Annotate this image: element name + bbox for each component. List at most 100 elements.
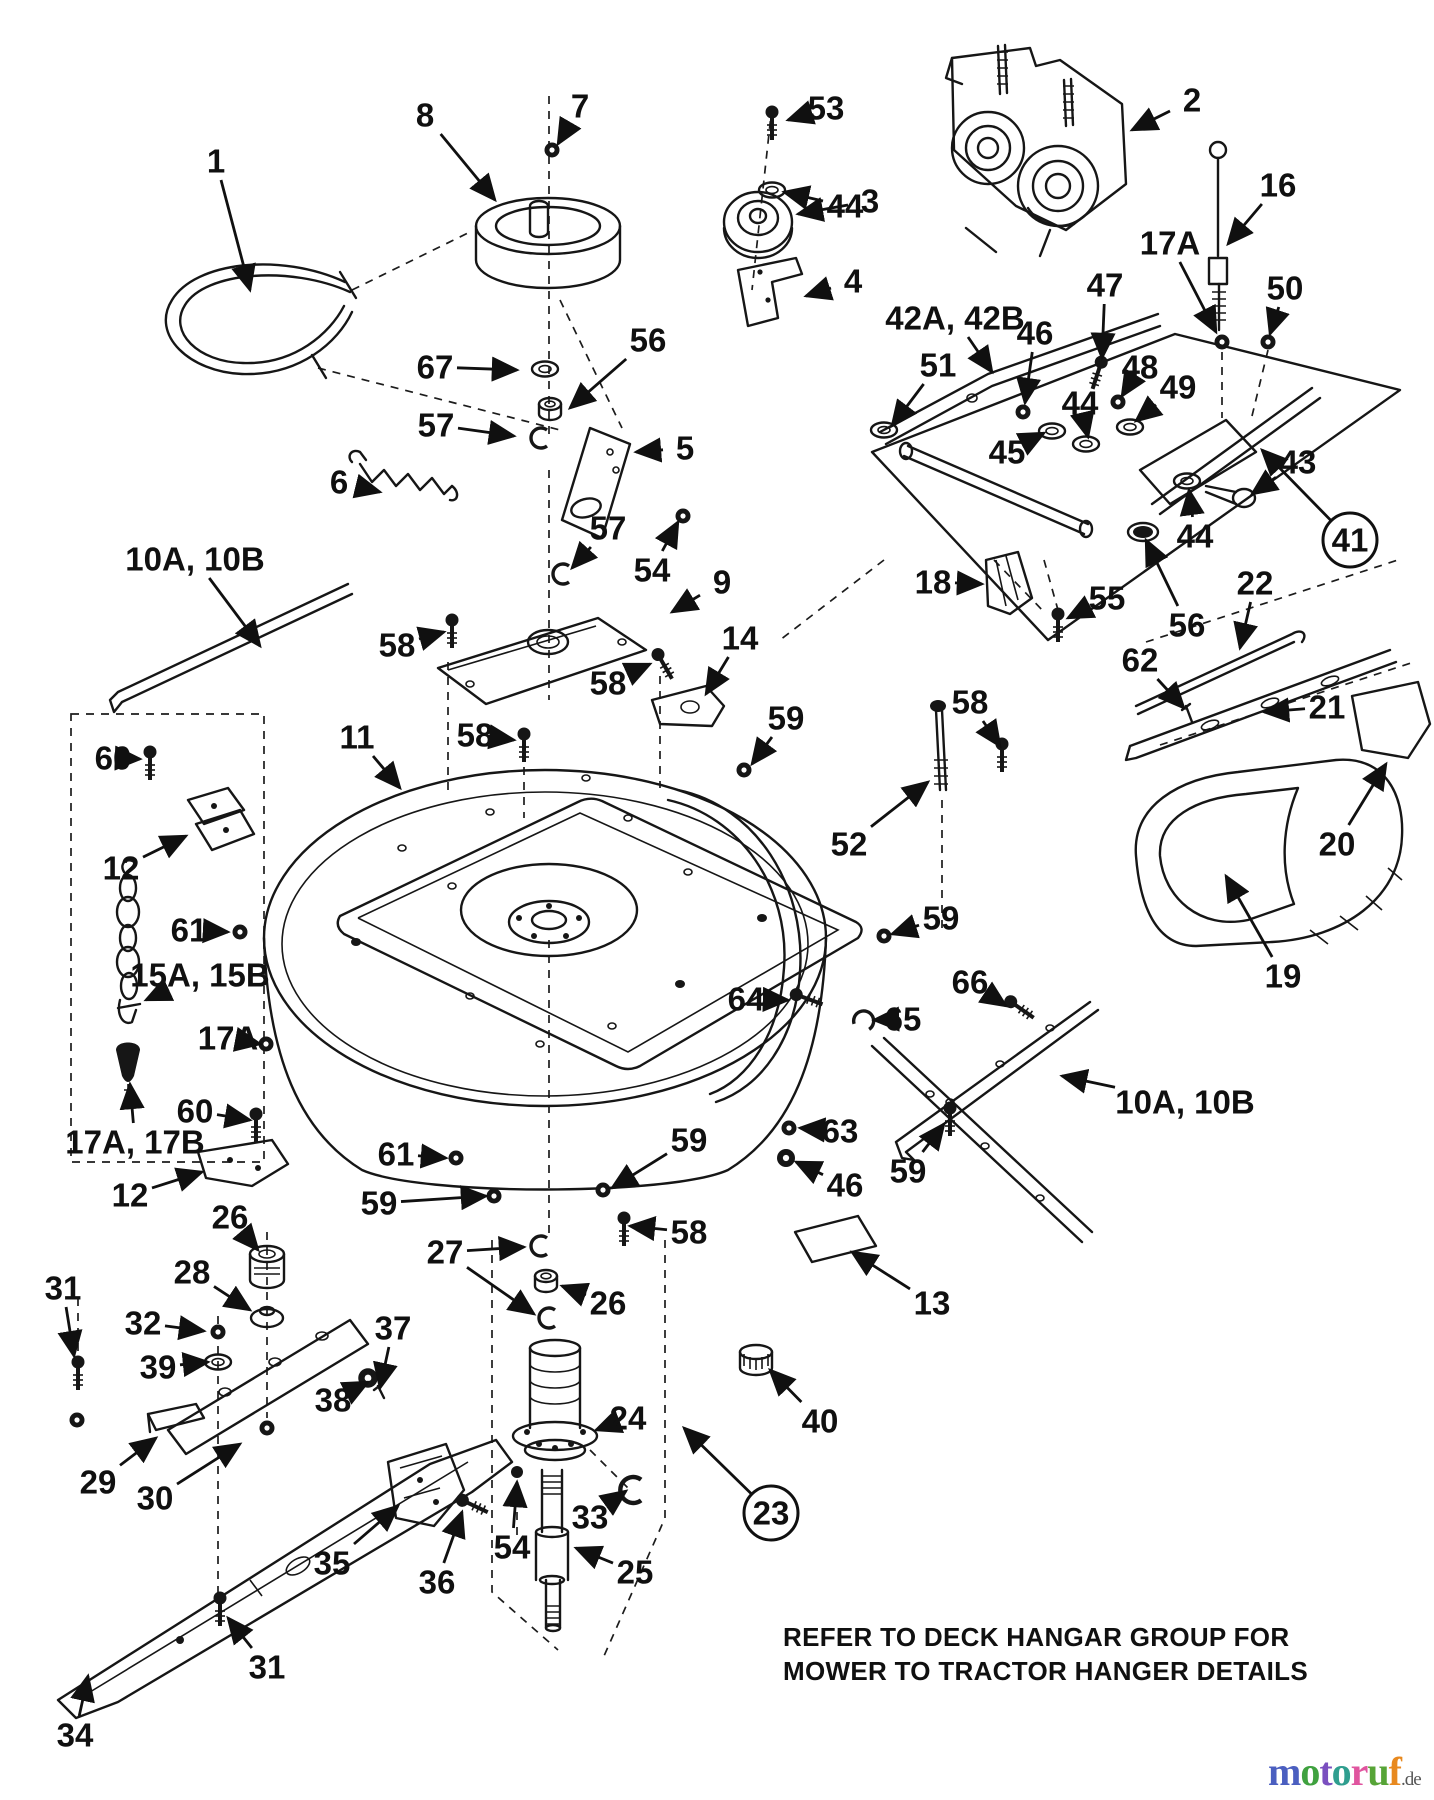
bushing-56 xyxy=(537,396,563,422)
part-label-44a: 44 xyxy=(781,185,864,225)
part-number-text: 61 xyxy=(378,1136,415,1173)
nut-31a xyxy=(69,1412,85,1428)
part-bolt-52 xyxy=(930,700,948,792)
leader-line xyxy=(633,437,664,463)
nut-30 xyxy=(259,1420,275,1436)
part-number-text: 38 xyxy=(315,1382,352,1419)
part-label-61b: 61 xyxy=(378,1136,449,1173)
leader-line xyxy=(803,276,834,301)
clip-27a xyxy=(529,1234,549,1258)
part-number-text: 12 xyxy=(112,1177,149,1214)
leader-line xyxy=(339,1380,371,1405)
part-number-text: 11 xyxy=(340,719,375,756)
part-label-59b: 59 xyxy=(889,900,959,939)
bolt-58e xyxy=(615,1209,633,1248)
part-idler-pulley-3 xyxy=(722,190,794,260)
part-label-64: 64 xyxy=(728,981,791,1018)
part-label-41: 41 xyxy=(1260,447,1379,569)
washer-44b xyxy=(1071,435,1101,453)
part-number-text: 27 xyxy=(427,1234,464,1271)
leader-line xyxy=(466,1236,527,1262)
leader-line xyxy=(793,1160,825,1185)
part-label-26b: 26 xyxy=(559,1282,626,1322)
part-ring-40 xyxy=(738,1343,774,1377)
part-label-40: 40 xyxy=(768,1368,838,1440)
leader-line xyxy=(179,1351,211,1378)
nut-48 xyxy=(1110,394,1126,410)
bolt-55 xyxy=(1049,605,1067,644)
part-number-text: 17A xyxy=(1140,225,1201,262)
part-number-text: 9 xyxy=(713,564,731,601)
part-label-12a: 12 xyxy=(103,834,189,887)
part-label-4: 4 xyxy=(803,263,863,301)
part-number-text: 46 xyxy=(1017,315,1054,352)
part-label-36: 36 xyxy=(419,1509,466,1601)
part-label-17At: 17A xyxy=(1140,225,1218,335)
bolt-58b xyxy=(647,643,680,685)
part-label-26a: 26 xyxy=(212,1199,260,1253)
part-number-text: 58 xyxy=(952,684,989,721)
part-number-text: 67 xyxy=(417,349,454,386)
part-flap-20 xyxy=(1350,680,1432,760)
part-label-56b: 56 xyxy=(1144,537,1205,644)
part-label-58a: 58 xyxy=(379,627,447,664)
part-number-text: 58 xyxy=(379,627,416,664)
part-label-57b: 57 xyxy=(570,510,626,571)
watermark-letter: t xyxy=(1319,1749,1332,1794)
part-number-text: 47 xyxy=(1087,267,1124,304)
part-label-49: 49 xyxy=(1133,369,1196,423)
leader-line xyxy=(870,780,931,828)
part-number-text: 58 xyxy=(457,717,494,754)
part-spindle-pulley xyxy=(474,196,622,290)
leader-line xyxy=(570,540,599,571)
part-label-24: 24 xyxy=(593,1400,647,1437)
part-number-text: 62 xyxy=(1122,642,1159,679)
leader-line xyxy=(785,100,816,125)
part-number-text: 4 xyxy=(844,263,863,300)
nut-61b xyxy=(448,1150,464,1166)
part-number-text: 66 xyxy=(952,964,989,1001)
part-bar-30 xyxy=(146,1318,370,1456)
part-number-text: 35 xyxy=(314,1545,351,1582)
leader-line xyxy=(609,1152,668,1190)
leader-line xyxy=(1015,431,1047,456)
part-label-59c: 59 xyxy=(361,1185,489,1222)
part-label-31b: 31 xyxy=(226,1615,285,1686)
bolt-31b xyxy=(211,1589,229,1628)
part-label-62: 62 xyxy=(1122,642,1186,711)
nut-17a-deck xyxy=(258,1036,274,1052)
callout-circle xyxy=(1321,511,1379,569)
leader-line xyxy=(151,1167,205,1192)
leader-line xyxy=(978,981,1009,1008)
part-label-58e: 58 xyxy=(627,1214,707,1251)
part-label-48: 48 xyxy=(1120,349,1158,399)
leader-line xyxy=(352,473,383,499)
part-number-text: 24 xyxy=(610,1400,647,1437)
part-label-6: 6 xyxy=(330,464,383,501)
part-number-text: 55 xyxy=(1089,580,1126,617)
leader-line xyxy=(232,1222,260,1253)
nut-46 xyxy=(1015,404,1031,420)
part-number-text: 53 xyxy=(808,90,845,127)
part-number-text: 13 xyxy=(914,1285,951,1322)
part-shield-19 xyxy=(1134,758,1404,948)
part-number-text: 54 xyxy=(494,1529,531,1566)
part-shaft-25 xyxy=(534,1468,570,1633)
washer-45 xyxy=(1037,422,1067,440)
part-label-58d: 58 xyxy=(952,684,1002,749)
part-label-10l: 10A, 10B xyxy=(125,541,265,649)
part-number-text: 34 xyxy=(57,1717,94,1754)
leader-line xyxy=(598,1489,629,1516)
part-number-text: 17A, 17B xyxy=(65,1124,204,1161)
leader-line xyxy=(890,383,925,429)
part-plate-13 xyxy=(793,1214,878,1264)
leader-line xyxy=(1069,409,1095,440)
part-label-33: 33 xyxy=(572,1489,629,1536)
leader-line xyxy=(441,1509,466,1564)
part-label-54b: 54 xyxy=(494,1479,531,1566)
part-label-15: 15A, 15B xyxy=(130,957,270,1002)
part-number-text: 5 xyxy=(676,430,694,467)
leader-line xyxy=(849,1250,911,1291)
watermark-letter: u xyxy=(1367,1749,1389,1794)
